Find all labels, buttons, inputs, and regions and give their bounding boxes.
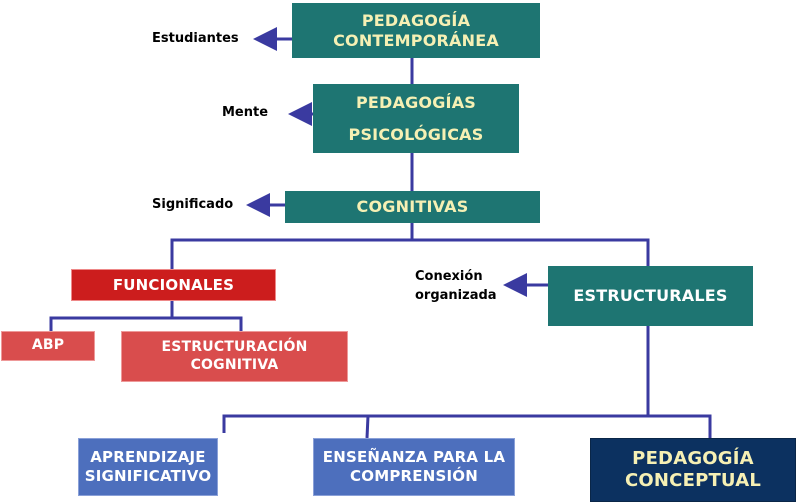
node-text: PSICOLÓGICAS	[348, 124, 484, 144]
label-line: organizada	[415, 287, 497, 303]
node-cognitivas: COGNITIVAS	[285, 191, 540, 223]
node-text: CONCEPTUAL	[624, 470, 761, 491]
node-text: ESTRUCTURACIÓN	[161, 339, 308, 355]
label-estudiantes: Estudiantes	[152, 31, 239, 46]
node-text: PEDAGOGÍA	[632, 447, 754, 469]
node-ensenanza-comprension: ENSEÑANZA PARA LA COMPRENSIÓN	[313, 438, 515, 496]
node-text: CONTEMPORÁNEA	[333, 30, 499, 50]
label-conexion-organizada: Conexión organizada	[415, 268, 497, 306]
node-text: APRENDIZAJE	[90, 448, 206, 467]
label-significado: Significado	[152, 197, 234, 212]
node-estructuracion-cognitiva: ESTRUCTURACIÓN COGNITIVA	[121, 331, 348, 382]
node-pedagogia-conceptual: PEDAGOGÍA CONCEPTUAL	[590, 438, 796, 502]
label-line: Conexión	[415, 269, 483, 284]
node-text: ENSEÑANZA PARA LA	[322, 448, 506, 467]
node-text: COGNITIVA	[190, 356, 279, 373]
node-text: PEDAGOGÍA	[361, 10, 471, 30]
node-pedagogias-psicologicas: PEDAGOGÍAS PSICOLÓGICAS	[313, 84, 519, 153]
node-abp: ABP	[1, 331, 95, 361]
node-aprendizaje-significativo: APRENDIZAJE SIGNIFICATIVO	[78, 438, 218, 496]
node-estructurales: ESTRUCTURALES	[548, 266, 753, 326]
node-pedagogia-contemporanea: PEDAGOGÍA CONTEMPORÁNEA	[292, 3, 540, 58]
node-text: PEDAGOGÍAS	[355, 92, 477, 112]
label-mente: Mente	[222, 105, 269, 120]
node-text: COMPRENSIÓN	[350, 467, 478, 485]
node-funcionales: FUNCIONALES	[71, 269, 276, 301]
node-text: SIGNIFICATIVO	[84, 467, 212, 485]
